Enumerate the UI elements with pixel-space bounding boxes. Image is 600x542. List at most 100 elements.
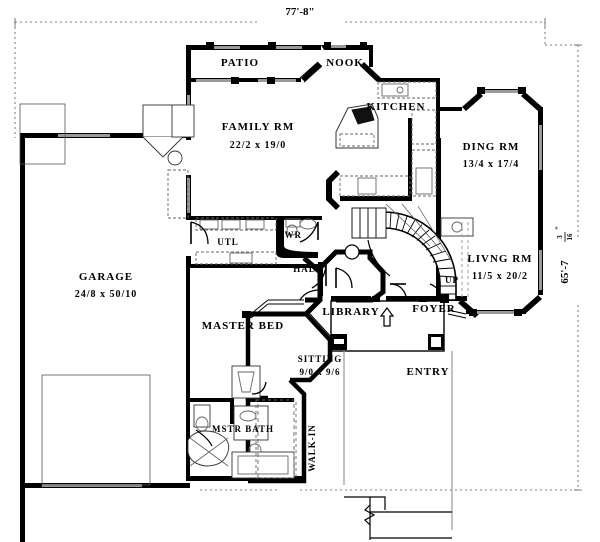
stair-guide-lines bbox=[385, 203, 453, 263]
wall-bath-top-left bbox=[186, 398, 234, 402]
accent-nook-left bbox=[299, 61, 323, 83]
overall-depth-frac-numerator: 3 bbox=[556, 235, 564, 239]
accent-sitting bbox=[250, 299, 269, 319]
jamb-6 bbox=[360, 42, 367, 50]
overall-depth-label-group: 65'-7 bbox=[559, 260, 571, 284]
entry-column-left-inner bbox=[334, 339, 344, 344]
wall-bath-divider bbox=[230, 398, 234, 424]
garage-door-opening bbox=[42, 484, 142, 487]
wall-master-left bbox=[186, 264, 190, 480]
door-walkin bbox=[251, 381, 267, 395]
window-nook bbox=[330, 45, 346, 48]
pwr-sink bbox=[299, 218, 317, 230]
kitchen-counter-top bbox=[377, 81, 437, 99]
jamb-7 bbox=[477, 87, 485, 94]
window-patio-2 bbox=[272, 46, 302, 49]
jamb-9 bbox=[469, 309, 477, 316]
sitting-fixture bbox=[231, 365, 261, 399]
wall-left-family-upper bbox=[186, 45, 191, 140]
jamb-2 bbox=[268, 42, 276, 50]
window-patio-3 bbox=[196, 79, 238, 82]
garage-opening-top bbox=[58, 134, 110, 137]
jamb-15 bbox=[186, 256, 191, 266]
bath-tub-oval bbox=[187, 430, 230, 467]
jamb-10 bbox=[514, 309, 522, 316]
room-labels: PATIO NOOK KITCHEN FAMILY RM 22/2 x 19/0… bbox=[75, 57, 532, 472]
jamb-14 bbox=[242, 311, 251, 318]
wall-patio-inner bbox=[191, 78, 301, 82]
window-patio-4 bbox=[258, 79, 296, 82]
room-label-pwr: PWR bbox=[278, 230, 302, 240]
accent-sitting-3 bbox=[305, 313, 335, 343]
room-label-kitchen: KITCHEN bbox=[367, 101, 426, 113]
wall-kitchen-top bbox=[378, 78, 440, 82]
kitchen-island-cooktop bbox=[351, 106, 375, 125]
library-left-walls bbox=[248, 256, 323, 317]
bath-sink-1 bbox=[239, 410, 257, 422]
kitchen-burner bbox=[396, 86, 404, 94]
fixtures bbox=[142, 81, 474, 479]
jamb-12 bbox=[372, 296, 380, 302]
kitchen-pantry bbox=[415, 167, 433, 195]
wall-nook-angle-right bbox=[360, 62, 381, 82]
wall-kitchen-right bbox=[436, 78, 440, 138]
stair-inner-rail bbox=[367, 239, 391, 277]
dining-cabinet bbox=[440, 217, 474, 237]
door-library-bottom bbox=[299, 289, 321, 301]
room-label-dining: DING RM bbox=[463, 141, 520, 153]
jamb-8 bbox=[518, 87, 526, 94]
walkway-step bbox=[344, 496, 386, 510]
utl-sink bbox=[245, 219, 265, 230]
door-utl bbox=[190, 221, 209, 245]
window-dining-right bbox=[539, 125, 542, 170]
jamb-11 bbox=[440, 294, 449, 303]
garage-interior-outlines bbox=[19, 103, 151, 486]
annotation-stair-up: UP bbox=[445, 275, 459, 285]
room-label-library: LIBRARY bbox=[322, 306, 379, 318]
overall-depth-fraction-group: 3 16 " bbox=[554, 226, 574, 242]
bath-tub-inner bbox=[237, 455, 289, 475]
garage-wall-left bbox=[20, 133, 25, 542]
room-label-family: FAMILY RM bbox=[222, 121, 294, 133]
sitting-angle-walls bbox=[290, 312, 333, 383]
overall-depth-whole: 65'-7 bbox=[559, 260, 571, 284]
room-dim-dining: 13/4 x 17/4 bbox=[463, 159, 520, 170]
wall-dining-bay-left bbox=[462, 92, 483, 111]
entry-column-right-inner bbox=[431, 337, 441, 347]
hall-counter bbox=[339, 175, 411, 197]
entry-porch-outline bbox=[330, 300, 445, 352]
walkway bbox=[343, 351, 453, 540]
utl-appliance bbox=[229, 252, 253, 264]
entry-direction-arrow bbox=[379, 307, 395, 327]
wall-living-bay-right bbox=[521, 295, 542, 314]
utl-washer bbox=[199, 219, 219, 230]
wall-entry-top bbox=[386, 296, 444, 301]
stair-straight-run bbox=[351, 207, 387, 239]
wall-utl-bottom bbox=[186, 264, 322, 268]
wall-kitchen-inner bbox=[408, 118, 412, 198]
pwr-toilet bbox=[286, 224, 298, 236]
room-label-walkin: WALK-IN bbox=[307, 424, 317, 472]
jamb-1 bbox=[206, 42, 214, 50]
thin-wall-accents bbox=[250, 61, 467, 343]
jamb-13 bbox=[419, 296, 427, 302]
dining-sink bbox=[451, 221, 463, 233]
room-label-walkin-group: WALK-IN bbox=[307, 424, 317, 472]
overall-depth-inch-mark: " bbox=[554, 226, 563, 230]
fireplace-box bbox=[171, 104, 195, 138]
room-label-utl: UTL bbox=[217, 237, 239, 247]
room-dim-living: 11/5 x 20/2 bbox=[472, 271, 528, 282]
jamb-3 bbox=[231, 77, 239, 84]
stair-newel-post bbox=[344, 244, 360, 260]
jamb-4 bbox=[267, 77, 275, 84]
garage-walls bbox=[20, 133, 190, 542]
fireplace-face bbox=[142, 136, 184, 158]
jamb-5 bbox=[324, 42, 331, 50]
overall-depth-frac-denominator: 16 bbox=[566, 233, 574, 241]
sitting-fixture-inner bbox=[237, 371, 255, 393]
window-segments bbox=[187, 45, 542, 314]
door-swings bbox=[190, 221, 441, 447]
wall-dining-left-inner bbox=[436, 138, 441, 298]
wall-nook-angle-left bbox=[301, 62, 322, 82]
room-label-patio: PATIO bbox=[221, 57, 259, 69]
